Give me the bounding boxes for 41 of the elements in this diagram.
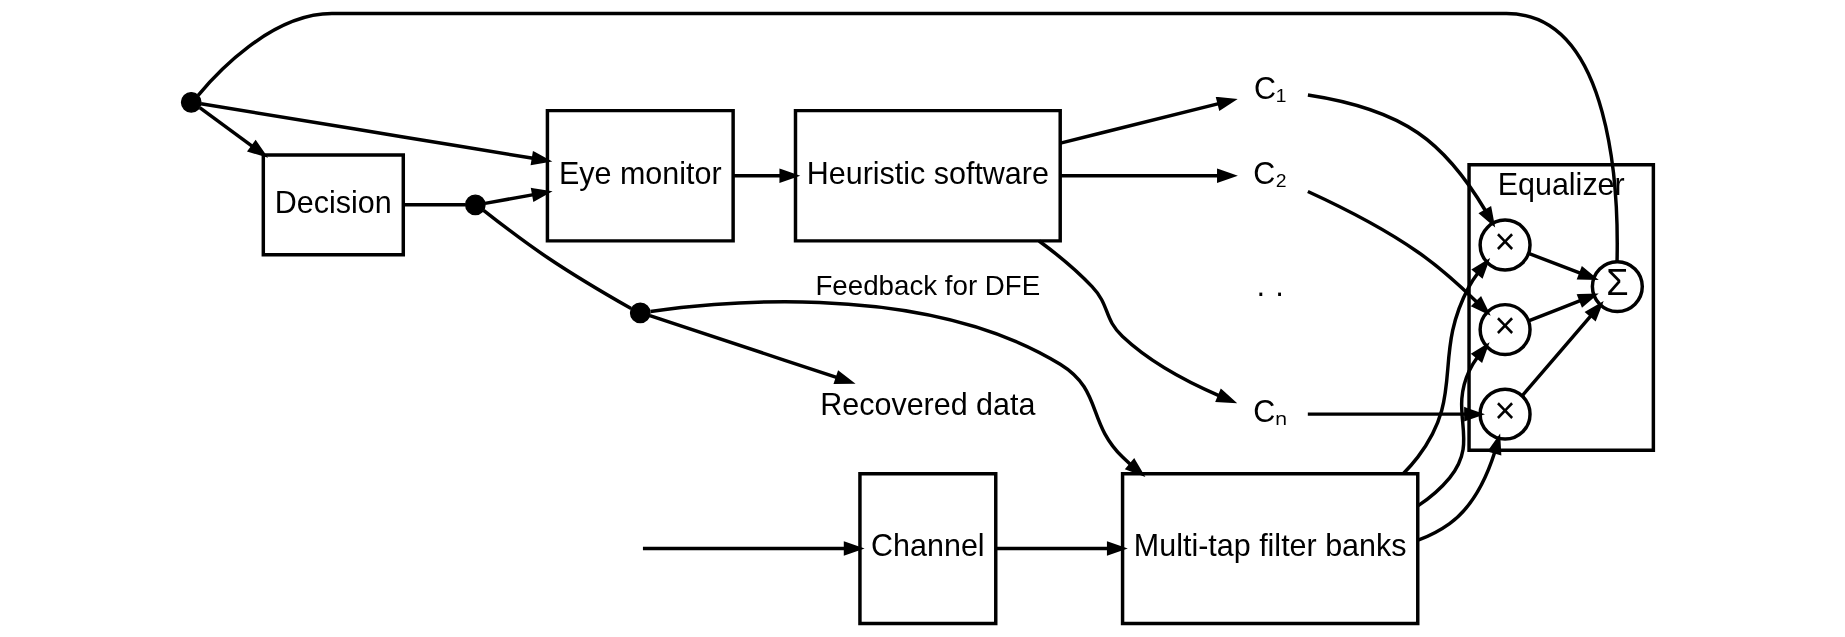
arrow <box>1037 239 1237 404</box>
node-circle: × <box>1477 387 1532 441</box>
arrow <box>1416 342 1490 508</box>
arrow <box>642 541 865 556</box>
node-box: Channel <box>857 472 997 626</box>
node-circle: × <box>1477 218 1532 272</box>
arrow <box>1527 251 1599 281</box>
arrow <box>1307 406 1485 422</box>
arrow <box>1417 433 1501 542</box>
node-box: Eye monitor <box>545 108 735 243</box>
node-circle: Σ <box>1590 259 1644 314</box>
node-text: C₁ <box>1253 70 1286 105</box>
node-box: Multi-tap filter banks <box>1120 472 1419 626</box>
arrow <box>1520 300 1604 397</box>
arrow <box>732 168 800 184</box>
node-circle <box>629 302 651 324</box>
node-circle <box>464 194 486 216</box>
arrow <box>1060 168 1238 184</box>
arrow <box>1307 93 1495 228</box>
arrow <box>995 541 1128 556</box>
arrow <box>484 187 553 206</box>
node-circle <box>180 91 202 113</box>
label: · · <box>1255 274 1285 309</box>
connector <box>196 11 1619 262</box>
node-text: C₂ <box>1252 155 1287 190</box>
arrow <box>1527 293 1599 323</box>
connector <box>482 208 632 311</box>
node-text: Cₙ <box>1252 393 1287 428</box>
arrow <box>198 106 268 158</box>
node-box: Decision <box>261 153 405 257</box>
arrow <box>200 102 552 166</box>
arrow <box>649 300 1145 478</box>
arrow <box>1059 96 1238 145</box>
node-circle: × <box>1477 302 1532 357</box>
connector <box>403 203 466 207</box>
node-text: Recovered data <box>819 386 1035 421</box>
arrow <box>1306 189 1491 316</box>
node-box: Heuristic software <box>793 108 1062 243</box>
arrow <box>648 314 856 385</box>
edge-label: Feedback for DFE <box>814 269 1040 301</box>
arrow <box>1401 258 1490 475</box>
